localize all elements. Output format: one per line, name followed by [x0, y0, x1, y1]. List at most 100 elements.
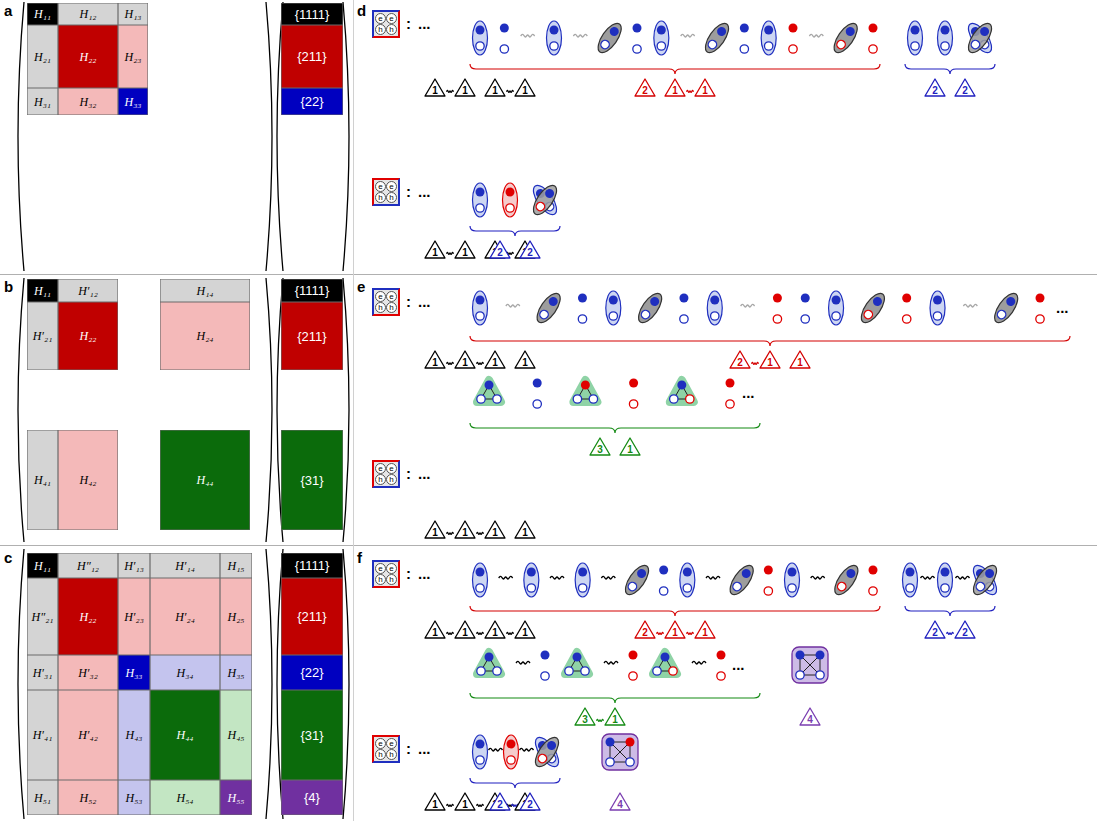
panel-letter: c — [4, 549, 12, 566]
matrix-element-label: H₂₃ — [124, 51, 141, 63]
order-number: 1 — [454, 85, 476, 96]
order-number: 1 — [454, 527, 476, 538]
matrix-element-label: H₂₅ — [227, 611, 244, 623]
carrier-sketch — [604, 661, 618, 664]
panel-letter: e — [357, 278, 365, 295]
carrier-sketch — [654, 21, 669, 55]
matrix-element-label: H₃₂ — [79, 96, 96, 108]
matrix-element-label: H₄₄ — [176, 729, 193, 741]
vector-label: {1111} — [295, 559, 330, 572]
carrier-sketch — [531, 734, 563, 770]
order-triangle: 1 — [454, 520, 476, 539]
matrix-element-label: H₃₃ — [124, 96, 141, 108]
carrier-sketch — [473, 563, 488, 597]
order-triangle: 1 — [604, 707, 626, 726]
correlation-tilde — [947, 632, 954, 634]
order-number: 1 — [664, 627, 686, 638]
order-number: 1 — [514, 527, 536, 538]
correlation-tilde — [447, 252, 454, 254]
carrier-sketch — [903, 563, 918, 597]
correlation-tilde — [477, 532, 484, 534]
carrier-icon: eehh — [372, 735, 400, 763]
carrier-sketch — [499, 576, 513, 579]
carrier-letter: h — [375, 474, 386, 485]
matrix-block: H′₂₁ — [27, 302, 58, 370]
order-number: 2 — [954, 85, 976, 96]
order-number: 4 — [609, 799, 631, 810]
order-triangle: 1 — [424, 78, 446, 97]
carrier-letter: h — [375, 24, 386, 35]
order-number: 1 — [424, 627, 446, 638]
carrier-icon: eehh — [372, 288, 400, 316]
order-triangle: 1 — [694, 78, 716, 97]
panel-letter: f — [357, 549, 362, 566]
order-number: 2 — [634, 85, 656, 96]
carrier-letter: e — [375, 291, 386, 302]
group-brace — [470, 226, 560, 236]
vector-label: {211} — [297, 610, 326, 623]
matrix-element-label: H₄₄ — [196, 474, 213, 486]
carrier-sketch — [533, 379, 542, 409]
carrier-sketch — [477, 652, 501, 675]
matrix-element-label: H₅₅ — [227, 792, 244, 804]
order-number: 2 — [924, 627, 946, 638]
order-triangle: 1 — [514, 78, 536, 97]
order-number: 1 — [514, 627, 536, 638]
matrix-element-label: H₁₁ — [34, 8, 51, 20]
vector-block: {22} — [281, 88, 343, 115]
vector-label: {31} — [300, 729, 323, 742]
correlation-tilde — [447, 532, 454, 534]
order-triangle: 1 — [454, 620, 476, 639]
order-triangle: 1 — [454, 240, 476, 259]
matrix-element-label: H′₃₁ — [33, 667, 53, 679]
colon-mark: : — [406, 14, 411, 34]
carrier-sketch — [524, 563, 539, 597]
carrier-letter: h — [386, 474, 397, 485]
order-number: 1 — [664, 85, 686, 96]
matrix-element-label: H₄₁ — [34, 474, 51, 486]
matrix-element-label: H′₂₄ — [175, 611, 195, 623]
matrix-block: H₂₃ — [118, 25, 148, 88]
carrier-sketch — [473, 291, 488, 325]
carrier-sketch — [594, 20, 626, 56]
order-triangle: 1 — [484, 350, 506, 369]
ellipsis-mark: ... — [418, 564, 431, 584]
matrix-element-label: H₅₂ — [79, 792, 96, 804]
carrier-sketch — [701, 20, 733, 56]
correlation-tilde — [477, 632, 484, 634]
order-number: 1 — [454, 799, 476, 810]
matrix-element-label: H₂₂ — [79, 51, 96, 63]
ellipsis-mark: ... — [1056, 298, 1069, 318]
matrix-block: H₂₂ — [58, 578, 118, 655]
order-triangle: 1 — [514, 350, 536, 369]
order-triangle: 1 — [694, 620, 716, 639]
matrix-bracket — [18, 2, 24, 271]
matrix-element-label: H′₃₂ — [78, 667, 98, 679]
carrier-letter: h — [386, 574, 397, 585]
order-triangle: 1 — [664, 78, 686, 97]
carrier-sketch — [908, 21, 923, 55]
carrier-sketch — [477, 380, 501, 403]
order-number: 1 — [484, 85, 506, 96]
matrix-element-label: H₁₄ — [196, 285, 213, 297]
order-triangle: 1 — [424, 792, 446, 811]
panel-divider — [0, 274, 1097, 275]
order-triangle: 2 — [954, 78, 976, 97]
carrier-sketch — [670, 380, 694, 403]
panel-divider — [0, 545, 1097, 546]
order-triangle: 2 — [634, 620, 656, 639]
matrix-block: H₄₂ — [58, 430, 118, 530]
order-triangle: 1 — [514, 520, 536, 539]
vector-label: {22} — [300, 666, 323, 679]
carrier-sketch — [964, 20, 996, 56]
carrier-sketch — [869, 566, 878, 596]
order-triangle: 2 — [924, 620, 946, 639]
carrier-sketch — [741, 304, 755, 307]
group-brace — [470, 606, 880, 616]
group-brace — [905, 64, 995, 74]
panel-letter: b — [4, 278, 13, 295]
order-number: 1 — [619, 444, 641, 455]
carrier-sketch — [681, 34, 695, 37]
matrix-element-label: H₁₁ — [34, 560, 51, 572]
carrier-letter: h — [375, 192, 386, 203]
